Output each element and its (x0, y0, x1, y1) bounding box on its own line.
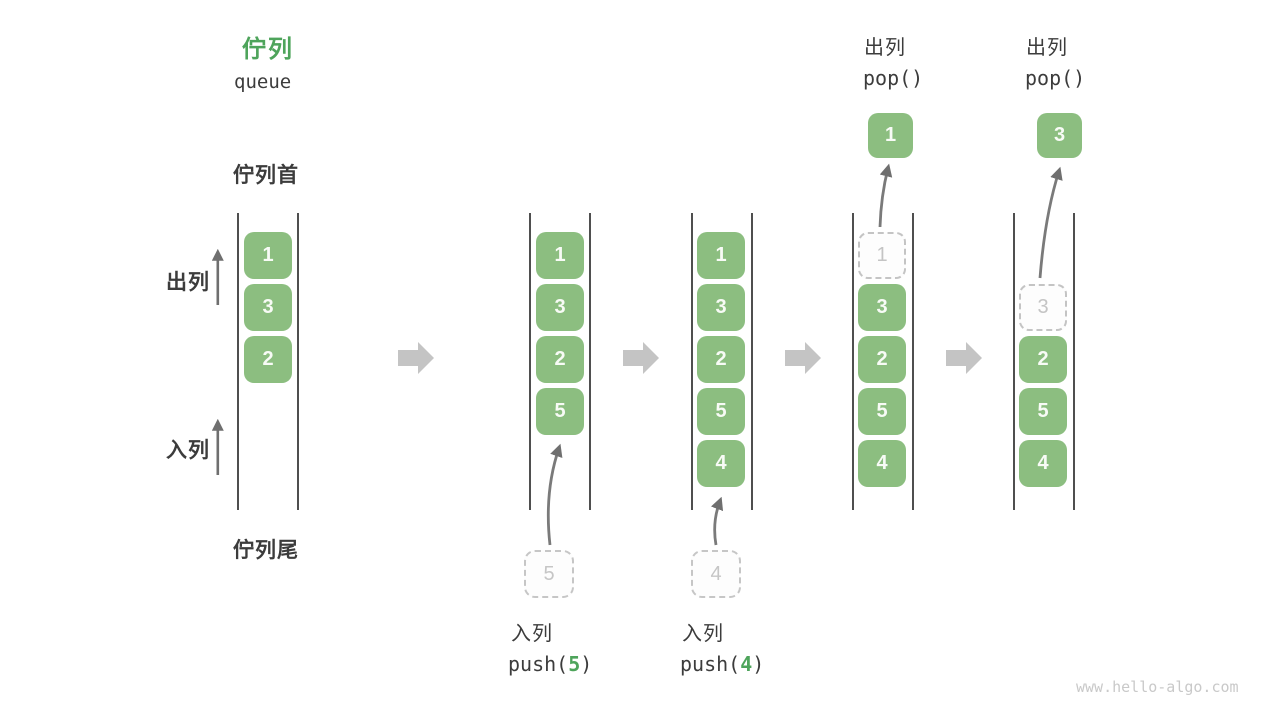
queue-cell: 2 (536, 336, 584, 383)
channel3-right-wall (751, 213, 753, 510)
queue-cell: 1 (536, 232, 584, 279)
code-arg: 4 (740, 652, 753, 676)
op-enqueue4-label: 入列 (682, 623, 724, 645)
channel5-left-wall (1013, 213, 1015, 510)
enqueue5-arrow (546, 443, 563, 546)
op-pop1-code: pop() (863, 66, 924, 90)
queue-cell: 4 (858, 440, 906, 487)
removed-cell-ghost: 1 (858, 232, 906, 279)
queue-cell: 5 (697, 388, 745, 435)
queue-cell: 3 (697, 284, 745, 331)
queue-cell: 5 (1019, 388, 1067, 435)
label-queue-rear: 佇列尾 (233, 539, 299, 562)
queue-cell: 5 (536, 388, 584, 435)
enqueue4-arrow (711, 496, 724, 546)
dequeue3-arrow (1038, 166, 1063, 279)
queue-cell: 4 (1019, 440, 1067, 487)
code-fn: push( (680, 652, 741, 676)
watermark: www.hello-algo.com (1076, 678, 1239, 696)
queue-cell: 4 (697, 440, 745, 487)
channel2-right-wall (589, 213, 591, 510)
code-fn: push( (508, 652, 569, 676)
queue-cell: 5 (858, 388, 906, 435)
op-enqueue4-code: push(4) (680, 652, 764, 676)
op-enqueue5-label: 入列 (511, 623, 553, 645)
state-transition-arrow-1 (398, 342, 434, 374)
code-close: ) (580, 652, 593, 676)
op-pop1-label: 出列 (864, 37, 906, 59)
incoming-element-box: 4 (691, 550, 741, 598)
queue-cell: 2 (858, 336, 906, 383)
queue-cell: 3 (244, 284, 292, 331)
state-transition-arrow-4 (946, 342, 982, 374)
channel4-right-wall (912, 213, 914, 510)
dequeue1-arrow (878, 163, 893, 228)
channel4-left-wall (852, 213, 854, 510)
op-pop2-code: pop() (1025, 66, 1086, 90)
queue-cell: 2 (244, 336, 292, 383)
op-pop2-label: 出列 (1026, 37, 1068, 59)
popped-element-box: 1 (868, 113, 913, 158)
channel2-left-wall (529, 213, 531, 510)
queue-cell: 1 (244, 232, 292, 279)
diagram-title-en: queue (234, 71, 292, 93)
code-close: ) (752, 652, 765, 676)
queue-cell: 2 (1019, 336, 1067, 383)
op-enqueue5-code: push(5) (508, 652, 592, 676)
queue-cell: 1 (697, 232, 745, 279)
incoming-element-box: 5 (524, 550, 574, 598)
diagram-title-zh: 佇列 (242, 36, 294, 63)
channel5-right-wall (1073, 213, 1075, 510)
removed-cell-ghost: 3 (1019, 284, 1067, 331)
label-enqueue-direction: 入列 (166, 439, 210, 462)
channel1-left-wall (237, 213, 239, 510)
label-dequeue-direction: 出列 (166, 271, 210, 294)
popped-element-box: 3 (1037, 113, 1082, 158)
label-queue-front: 佇列首 (233, 164, 299, 187)
state-transition-arrow-2 (623, 342, 659, 374)
queue-cell: 3 (536, 284, 584, 331)
channel3-left-wall (691, 213, 693, 510)
code-arg: 5 (568, 652, 581, 676)
channel1-right-wall (297, 213, 299, 510)
queue-cell: 3 (858, 284, 906, 331)
queue-cell: 2 (697, 336, 745, 383)
state-transition-arrow-3 (785, 342, 821, 374)
